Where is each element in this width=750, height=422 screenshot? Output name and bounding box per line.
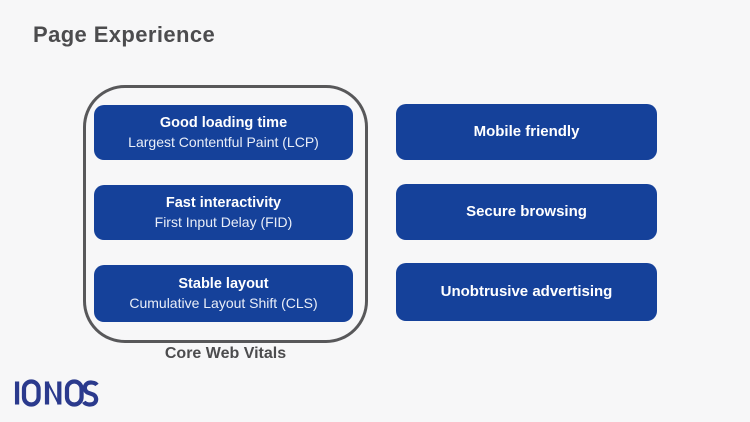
card-subtitle: Cumulative Layout Shift (CLS)	[129, 294, 318, 311]
card-secure-browsing: Secure browsing	[396, 184, 657, 240]
card-fast-interactivity: Fast interactivity First Input Delay (FI…	[94, 185, 353, 240]
core-web-vitals-caption: Core Web Vitals	[164, 345, 287, 362]
card-stable-layout: Stable layout Cumulative Layout Shift (C…	[94, 265, 353, 322]
card-good-loading-time: Good loading time Largest Contentful Pai…	[94, 105, 353, 160]
card-mobile-friendly: Mobile friendly	[396, 104, 657, 160]
card-title: Secure browsing	[466, 203, 587, 221]
card-unobtrusive-advertising: Unobtrusive advertising	[396, 263, 657, 321]
ionos-logo: IONOS	[14, 379, 100, 407]
core-web-vitals-group-outline	[83, 85, 368, 343]
card-title: Mobile friendly	[473, 123, 580, 141]
ionos-logo-icon	[14, 379, 99, 407]
card-title: Stable layout	[178, 275, 269, 292]
card-subtitle: First Input Delay (FID)	[154, 213, 293, 230]
card-title: Good loading time	[159, 114, 288, 131]
card-subtitle: Largest Contentful Paint (LCP)	[128, 133, 319, 150]
card-title: Fast interactivity	[165, 194, 282, 211]
page-title: Page Experience	[33, 22, 216, 47]
card-title: Unobtrusive advertising	[440, 283, 613, 301]
